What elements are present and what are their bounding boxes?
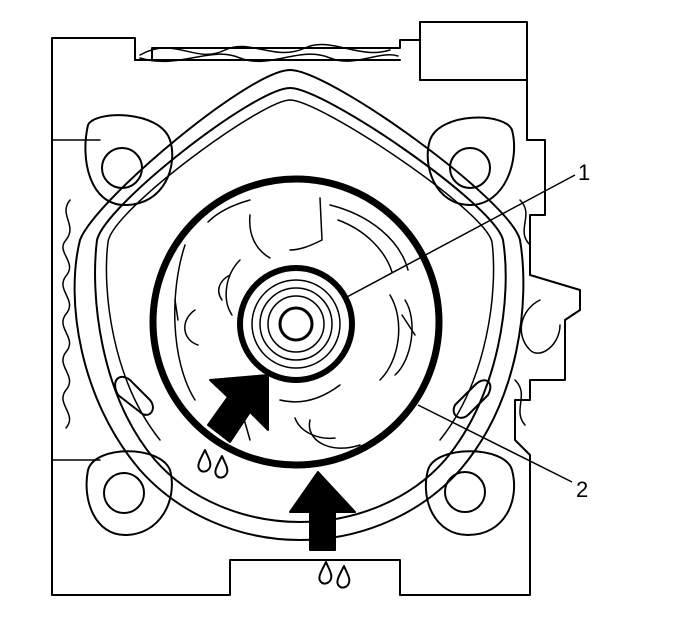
bolt-boss-top-right (426, 116, 516, 206)
housing-outline (51, 21, 581, 596)
bolt-boss-top-left (84, 114, 174, 206)
shaft-seal (237, 265, 355, 383)
callout-leader-2 (417, 404, 573, 483)
callout-label-1: 1 (578, 160, 590, 185)
flange-outline (73, 69, 525, 541)
leak-arrow-oring (289, 471, 356, 551)
o-ring (149, 175, 443, 469)
callout-label-2: 2 (576, 477, 588, 502)
drip-drops-bottom-icon (318, 561, 351, 589)
leak-arrow-seal (207, 374, 269, 443)
bolt-boss-bottom-right (424, 450, 516, 536)
impeller (174, 197, 416, 449)
drip-drops-left-icon (197, 449, 229, 479)
callout-leader-1 (344, 174, 576, 299)
